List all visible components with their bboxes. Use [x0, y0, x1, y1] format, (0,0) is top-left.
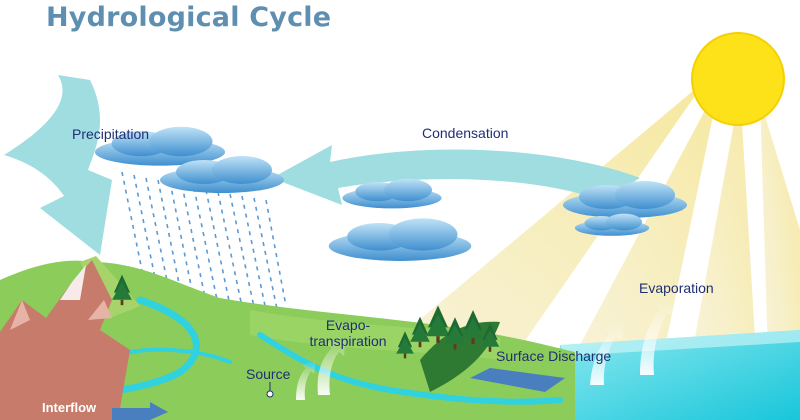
source-marker-icon	[266, 382, 274, 398]
label-surface-discharge: Surface Discharge	[496, 348, 612, 364]
evapotranspiration-arrow-icon	[296, 336, 346, 400]
label-evapotranspiration-line2: transpiration	[309, 333, 387, 349]
interflow-arrow-icon	[112, 402, 168, 420]
landscape	[0, 256, 575, 420]
precipitation-arrow-icon	[4, 75, 112, 255]
condensation-arrow-icon	[272, 145, 640, 205]
label-evapotranspiration: Evapo- transpiration	[300, 317, 396, 349]
sea	[555, 330, 800, 420]
label-source: Source	[246, 366, 291, 382]
sun-icon	[691, 32, 785, 126]
evaporation-arrow-icon	[590, 296, 676, 385]
label-condensation: Condensation	[422, 125, 509, 141]
mountain-icon	[0, 260, 130, 420]
label-evapotranspiration-line1: Evapo-	[325, 317, 371, 333]
page-title: Hydrological Cycle	[46, 2, 332, 33]
label-precipitation: Precipitation	[72, 126, 150, 142]
label-evaporation: Evaporation	[639, 280, 714, 296]
label-interflow: Interflow	[42, 400, 97, 415]
